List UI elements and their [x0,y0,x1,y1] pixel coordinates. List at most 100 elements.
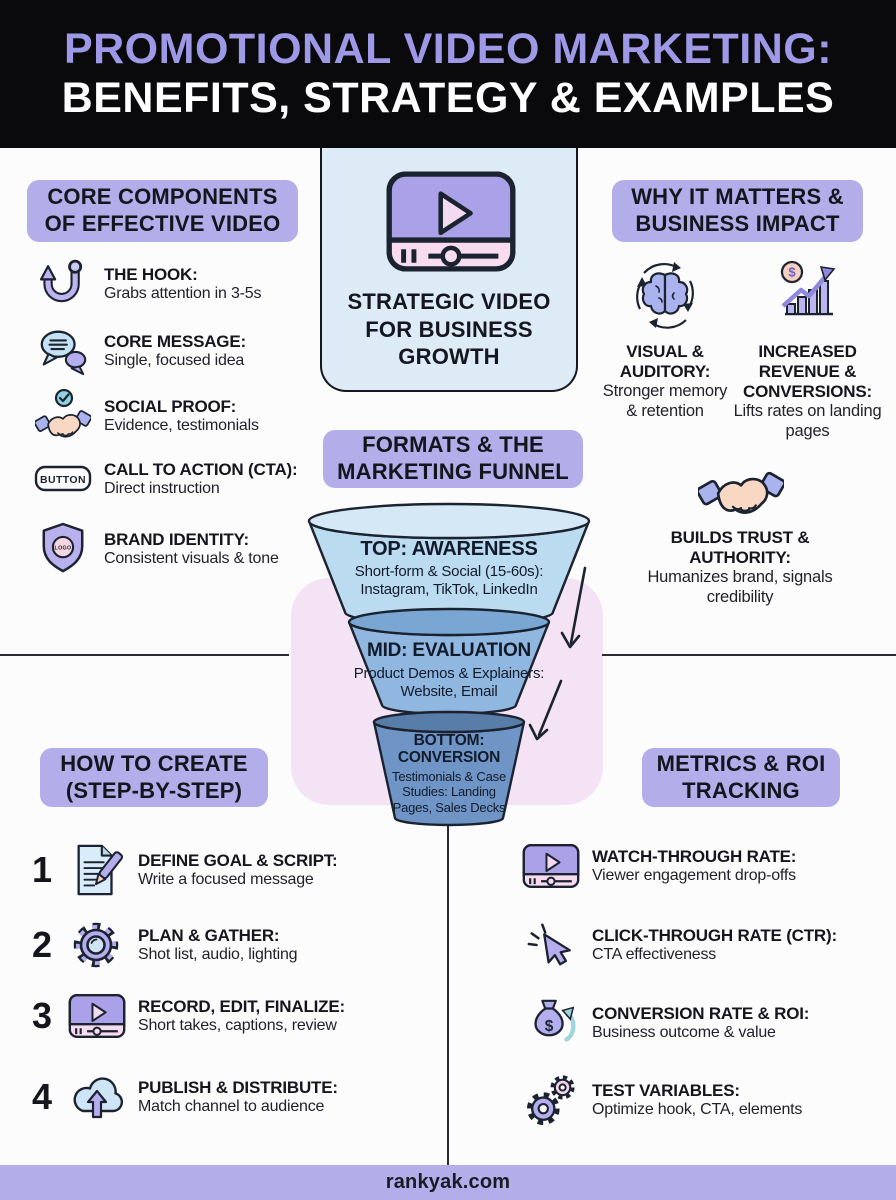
item-desc: Match channel to audience [138,1097,325,1115]
item-title: CONVERSION RATE & ROI: [592,1003,810,1023]
funnel-tier-mid: MID: EVALUATION Product Demos & Explaine… [352,640,546,700]
item-desc: Direct instruction [104,480,220,498]
button-icon: BUTTON [34,465,92,493]
item-title: RECORD, EDIT, FINALIZE: [138,996,345,1016]
item-title: VISUAL & AUDITORY: [619,342,711,382]
funnel-tier-bottom: BOTTOM: CONVERSION Testimonials & Case S… [384,732,514,815]
item-desc: Optimize hook, CTA, elements [592,1100,803,1118]
step-row: 1 DEFINE GOAL & SCRIPT: Write a focused … [28,841,432,899]
section-how-to-create: HOW TO CREATE (STEP-BY-STEP) [40,748,268,807]
item-desc: Evidence, testimonials [104,416,259,434]
item-desc: Stronger memory & retention [602,382,728,420]
core-title-line1: CORE COMPONENTS [47,184,278,210]
list-item: CORE MESSAGE: Single, focused idea [34,324,318,378]
list-item: BUTTON CALL TO ACTION (CTA): Direct inst… [34,460,318,499]
item-title: BUILDS TRUST & AUTHORITY: [670,528,810,568]
section-core-components: CORE COMPONENTS OF EFFECTIVE VIDEO [27,180,298,242]
howto-title-line1: HOW TO CREATE [60,750,248,776]
money-bag-icon: $ [522,995,580,1051]
tier-desc: Testimonials & Case Studies: Landing Pag… [392,769,506,815]
site-url: rankyak.com [385,1171,511,1193]
item-title: CALL TO ACTION (CTA): [104,460,298,479]
tier-desc: Short-form & Social (15-60s): Instagram,… [354,563,544,598]
marketing-funnel-diagram [307,502,591,827]
howto-title-line2: (STEP-BY-STEP) [65,777,243,803]
strategic-card-text: STRATEGIC VIDEO FOR BUSINESS GROWTH [347,289,551,370]
metric-row: TEST VARIABLES: Optimize hook, CTA, elem… [522,1073,886,1127]
header-banner: PROMOTIONAL VIDEO MARKETING: BENEFITS, S… [0,0,896,148]
funnel-tier-top: TOP: AWARENESS Short-form & Social (15-6… [324,538,574,598]
dollar-glyph: $ [545,1018,554,1035]
item-title: TEST VARIABLES: [592,1080,740,1100]
section-metrics: METRICS & ROI TRACKING [642,748,840,807]
why-title-line2: BUSINESS IMPACT [635,211,840,236]
tier-label: TOP: AWARENESS [360,538,538,560]
gear-lens-icon [68,916,126,974]
step-number: 2 [31,924,53,965]
shield-logo-icon: LOGO [34,521,92,577]
item-desc: Humanizes brand, signals credibility [647,568,833,606]
divider-line [0,654,289,656]
item-desc: Single, focused idea [104,351,245,369]
script-pencil-icon [68,841,126,899]
footer-bar: rankyak.com [0,1165,896,1200]
handshake-check-icon [34,389,92,443]
item-desc: CTA effectiveness [592,945,717,963]
core-title-line2: OF EFFECTIVE VIDEO [44,211,281,236]
item-title: DEFINE GOAL & SCRIPT: [138,850,338,870]
funnel-arrow-down [528,679,563,741]
page-title-line1: PROMOTIONAL VIDEO MARKETING: [63,24,833,73]
item-desc: Business outcome & value [592,1023,776,1041]
funnel-arrow-down [560,566,587,649]
step-row: 3 RECORD, EDIT, FINALIZE: Short takes, c… [28,993,432,1039]
list-item: SOCIAL PROOF: Evidence, testimonials [34,389,318,443]
divider-line [447,820,449,1165]
dollar-glyph: $ [788,265,796,280]
button-icon-label: BUTTON [40,474,86,486]
step-row: 2 PLAN & GATHER: Shot list, audio, light… [28,916,432,974]
hook-icon [34,256,92,312]
section-funnel: FORMATS & THE MARKETING FUNNEL [323,430,583,488]
item-title: INCREASED REVENUE & CONVERSIONS: [743,342,872,402]
tier-label: MID: EVALUATION [366,640,532,661]
metric-row: $ CONVERSION RATE & ROI: Business outcom… [522,995,886,1051]
metrics-title-line2: TRACKING [682,777,800,803]
cloud-upload-icon [68,1071,126,1123]
test-gears-icon [522,1073,580,1127]
item-desc: Write a focused message [138,870,314,888]
speech-bubbles-icon [34,324,92,378]
item-desc: Grabs attention in 3-5s [104,284,262,302]
item-desc: Shot list, audio, lighting [138,945,298,963]
step-number: 1 [31,849,53,890]
video-player-icon [522,843,580,889]
why-item-visual-auditory: VISUAL & AUDITORY: Stronger memory & ret… [600,342,730,421]
item-desc: Short takes, captions, review [138,1016,337,1034]
item-title: WATCH-THROUGH RATE: [592,846,797,866]
cursor-click-icon [522,918,580,972]
video-player-icon [385,170,517,273]
item-title: CORE MESSAGE: [104,331,246,351]
handshake-icon [698,462,784,527]
strategic-video-card: STRATEGIC VIDEO FOR BUSINESS GROWTH [320,148,578,392]
tier-desc: Product Demos & Explainers: Website, Ema… [353,664,545,700]
why-item-revenue: INCREASED REVENUE & CONVERSIONS: Lifts r… [730,342,885,441]
item-title: SOCIAL PROOF: [104,396,237,416]
step-number: 3 [31,995,53,1036]
item-desc: Consistent visuals & tone [104,549,279,567]
section-why-it-matters: WHY IT MATTERS & BUSINESS IMPACT [612,180,863,242]
list-item: THE HOOK: Grabs attention in 3-5s [34,256,318,312]
tier-label: BOTTOM: CONVERSION [397,732,501,767]
item-title: THE HOOK: [104,264,198,284]
item-desc: Viewer engagement drop-offs [592,866,796,884]
step-number: 4 [31,1076,53,1117]
revenue-chart-icon: $ [775,258,839,325]
funnel-title-line1: FORMATS & THE [362,432,544,458]
item-desc: Lifts rates on landing pages [733,402,882,440]
divider-line [602,654,896,656]
funnel-title-line2: MARKETING FUNNEL [337,459,569,484]
brain-cycle-icon [632,260,698,335]
shield-logo-label: LOGO [55,545,72,551]
item-title: PUBLISH & DISTRIBUTE: [138,1077,338,1097]
list-item: LOGO BRAND IDENTITY: Consistent visuals … [34,521,318,577]
